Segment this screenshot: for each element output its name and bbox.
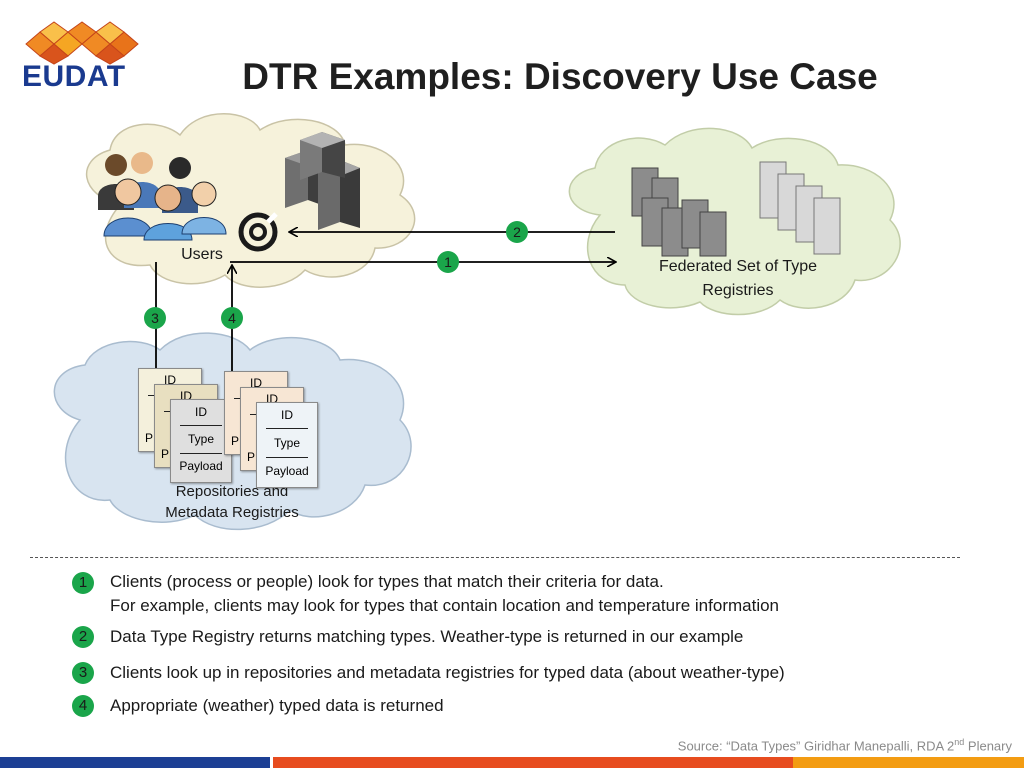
arrow-badge-3: 3 [144,307,166,329]
discovery-diagram: 1 2 3 4 [53,113,901,531]
step-text: Clients look up in repositories and meta… [110,663,785,682]
step-text-continued: For example, clients may look for types … [110,596,780,615]
footer-bar-red [273,757,793,768]
registries-label-line2: Registries [702,282,774,299]
source-prefix: Source: “Data Types” Giridhar Manepalli,… [677,738,955,754]
card-id-field: ID [250,376,262,390]
typed-record-card: ID Type Payload [256,402,318,488]
arrow-badge-4: 4 [221,307,243,329]
eudat-logo-icon [25,21,139,65]
typed-record-card: ID Type Payload [170,399,232,483]
card-payload-field: P [145,431,154,445]
registries-label-line1: Federated Set of Type [658,258,818,275]
arrow-badge-4-label: 4 [228,310,236,326]
servers-icon [285,132,360,230]
card-id-field: ID [195,405,207,419]
footer-bar-blue [0,757,270,768]
arrow-badge-3-label: 3 [151,310,159,326]
step-number-badge: 3 [72,662,94,684]
arrow-badge-2: 2 [506,221,528,243]
slide-title: DTR Examples: Discovery Use Case [242,56,878,97]
source-citation: Source: “Data Types” Giridhar Manepalli,… [678,737,1012,753]
card-payload-field: P [247,450,256,464]
footer-bar-gap [270,757,273,768]
step-text: Appropriate (weather) typed data is retu… [110,696,444,715]
card-payload-field: Payload [179,459,223,473]
card-payload-field: P [161,447,170,461]
arrow-badge-2-label: 2 [513,224,521,240]
step-number-badge: 1 [72,572,94,594]
arrow-badge-1: 1 [437,251,459,273]
footer-bar-orange [793,757,1024,768]
step-text: Clients (process or people) look for typ… [110,572,664,591]
source-suffix: Plenary [964,738,1012,754]
card-payload-field: Payload [265,464,309,478]
step-number-badge: 2 [72,626,94,648]
arrow-badge-1-label: 1 [444,254,452,270]
footer-color-bar [0,757,1024,768]
registry-servers-icon [631,161,841,257]
card-id-field: ID [164,373,176,387]
card-id-field: ID [281,408,293,422]
card-type-field: Type [187,432,214,446]
users-label: Users [181,246,223,263]
card-payload-field: P [231,434,240,448]
card-type-field: Type [273,436,300,450]
section-divider [30,557,960,558]
logo-text: EUDAT [22,60,126,93]
step-number-badge: 4 [72,695,94,717]
repositories-label-line2: Metadata Registries [165,504,299,521]
source-superscript: nd [954,737,965,747]
registries-label: Federated Set of Type Registries [640,255,836,303]
search-target-icon [238,212,278,252]
users-people-icon [98,152,227,241]
step-text: Data Type Registry returns matching type… [110,627,744,646]
